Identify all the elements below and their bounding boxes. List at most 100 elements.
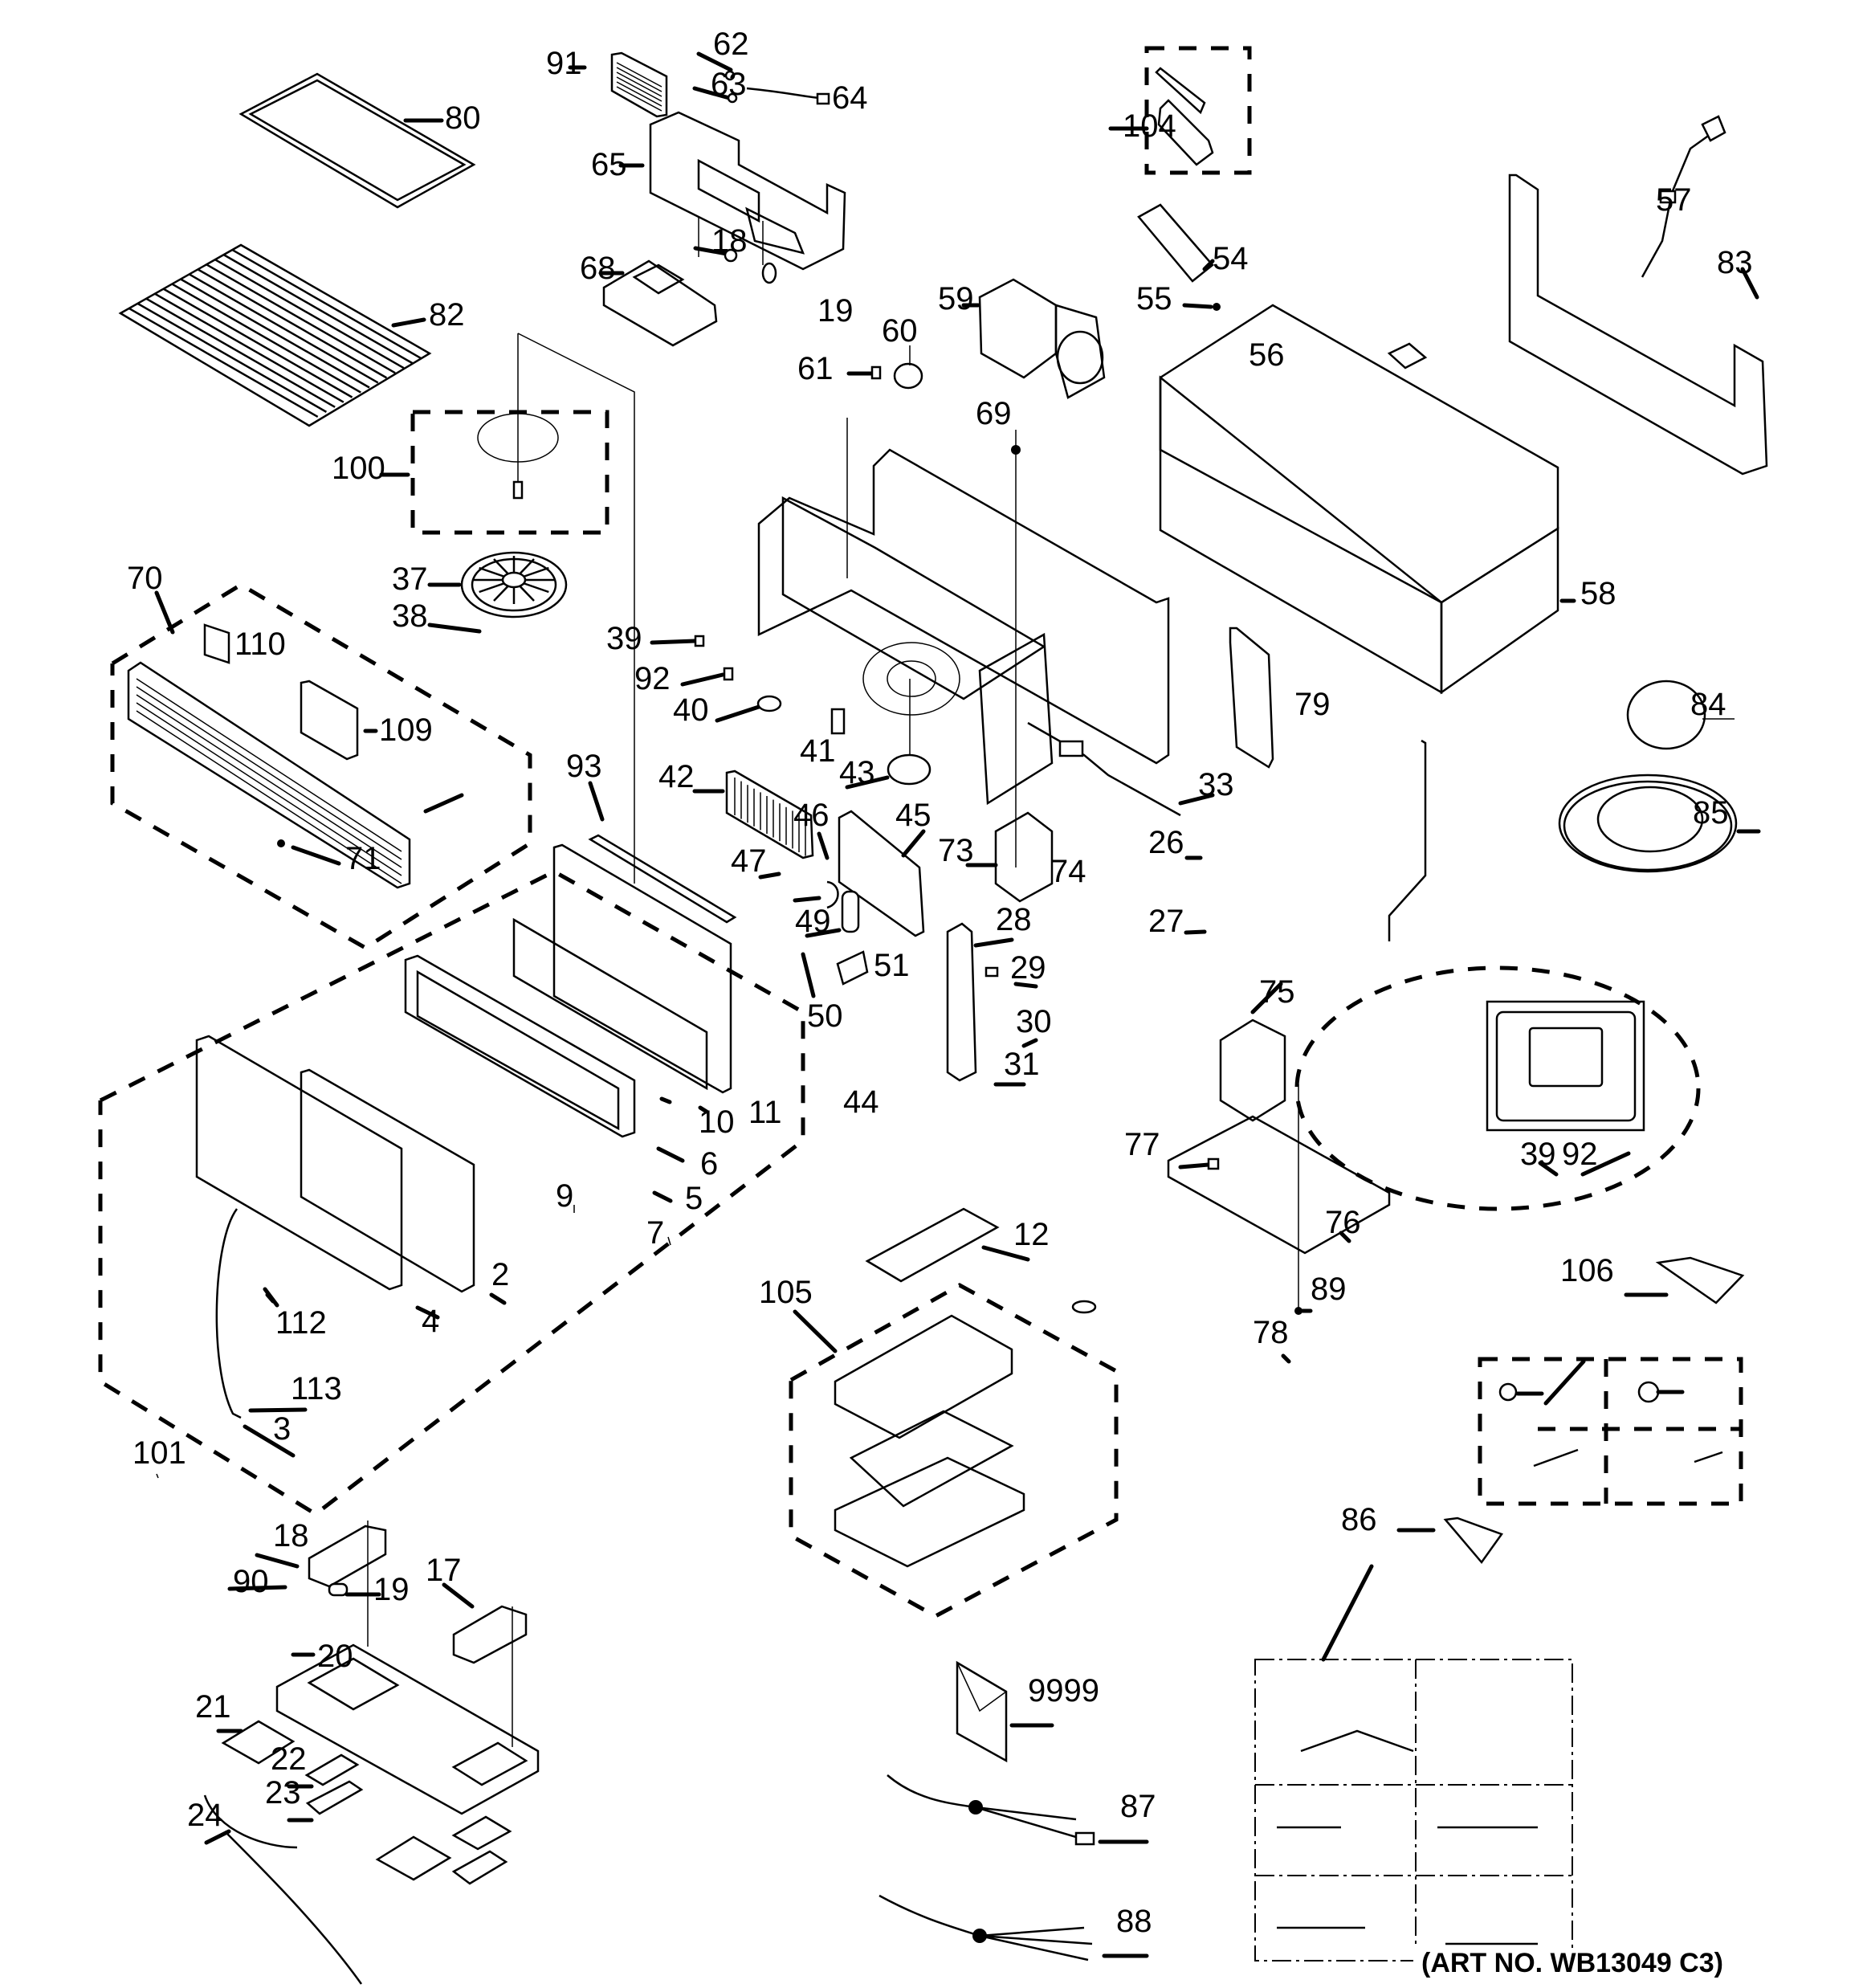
connector-clip <box>1071 1300 1097 1314</box>
art-number-caption: (ART NO. WB13049 C3) <box>1421 1948 1723 1978</box>
hatch-line <box>616 81 662 107</box>
callout-79: 79 <box>1294 687 1331 722</box>
part-49-clamp <box>793 880 839 909</box>
part-61-clip <box>846 365 882 380</box>
hatch-line <box>616 67 662 92</box>
part-70-grille-group <box>110 582 532 950</box>
part-40-coupler <box>715 695 782 723</box>
part-39-clip <box>650 635 705 647</box>
callout-113: 113 <box>291 1371 342 1406</box>
callout-24: 24 <box>187 1798 223 1833</box>
callout-93: 93 <box>566 749 602 784</box>
callout-61: 61 <box>797 351 834 386</box>
hatch-line <box>189 273 379 384</box>
callout-70: 70 <box>127 561 163 596</box>
part-28-latch-board <box>946 922 1014 1082</box>
hatch-line <box>136 702 402 876</box>
part-42-vent <box>692 769 814 859</box>
callout-49: 49 <box>795 904 831 939</box>
part-18-lamp-socket-bottom <box>255 1525 387 1588</box>
part-109-grille-insert <box>300 680 378 761</box>
part-64-thermistor-wire <box>692 51 830 105</box>
callout-87: 87 <box>1120 1789 1156 1824</box>
leader-47 <box>758 872 781 880</box>
hatch-line <box>616 86 662 112</box>
hatch-line <box>616 76 662 102</box>
callout-19: 19 <box>817 293 854 329</box>
hatch-line <box>231 248 422 360</box>
callout-100: 100 <box>332 451 385 486</box>
callout-33: 33 <box>1198 767 1234 802</box>
part-71-screw <box>277 839 341 866</box>
callout-78: 78 <box>1253 1315 1289 1350</box>
callout-9999: 9999 <box>1028 1673 1099 1708</box>
hatch-line <box>214 259 405 369</box>
part-57-power-cord <box>1641 115 1726 278</box>
callout-51: 51 <box>874 948 910 983</box>
hatch-line <box>136 678 402 852</box>
callout-101: 101 <box>132 1435 186 1471</box>
callout-85: 85 <box>1693 795 1729 831</box>
callout-9: 9 <box>556 1178 573 1214</box>
callout-21: 21 <box>195 1689 231 1725</box>
part-76-base-plate <box>1167 1115 1391 1255</box>
callout-10: 10 <box>699 1104 735 1140</box>
callout-76: 76 <box>1325 1205 1361 1240</box>
leader-70-right <box>423 793 464 814</box>
callout-89: 89 <box>1311 1272 1347 1307</box>
part-60-motor <box>893 345 923 390</box>
part-18-lamp-socket-top <box>693 221 777 284</box>
callout-91: 91 <box>546 46 582 81</box>
callout-22: 22 <box>271 1741 307 1777</box>
callout-6: 6 <box>700 1146 718 1182</box>
callout-55: 55 <box>1136 281 1172 316</box>
callout-44: 44 <box>843 1084 879 1120</box>
callout-46: 46 <box>793 798 830 833</box>
callout-19-bottom: 19 <box>373 1572 410 1607</box>
part-50-capacitor <box>801 890 860 998</box>
callout-88: 88 <box>1116 1904 1152 1939</box>
callout-18-bottom: 18 <box>273 1518 309 1553</box>
hatch-line <box>222 254 414 365</box>
part-86-hardware-kit <box>1254 1517 1573 1961</box>
part-27-wire-bracket <box>1184 739 1427 941</box>
part-45-control-board <box>838 810 926 937</box>
leader-30 <box>1021 1038 1038 1048</box>
part-85-turntable-tray <box>1558 774 1761 873</box>
part-73-magnetron <box>965 811 1054 903</box>
part-69-screw <box>1011 430 1021 867</box>
part-89-screw <box>1294 1084 1313 1315</box>
callout-26: 26 <box>1148 825 1184 860</box>
callout-82: 82 <box>429 297 465 333</box>
callout-110: 110 <box>234 627 286 662</box>
callout-59: 59 <box>938 281 974 316</box>
part-9999-manual <box>956 1660 1054 1763</box>
callout-56: 56 <box>1249 337 1285 373</box>
part-83-mounting-plate <box>1508 173 1768 476</box>
callout-71: 71 <box>345 841 381 876</box>
hatch-line <box>136 710 402 884</box>
part-75-transformer <box>1219 982 1286 1122</box>
part-80-grease-filter <box>238 72 476 209</box>
hatch-line <box>206 263 396 374</box>
hatch-line <box>128 307 319 418</box>
part-100-turntable-group <box>379 333 635 884</box>
callout-77: 77 <box>1124 1127 1160 1162</box>
callout-90: 90 <box>233 1564 269 1599</box>
callout-5: 5 <box>685 1181 703 1216</box>
part-20-bottom-plate <box>275 1643 540 1815</box>
callout-29: 29 <box>1010 950 1046 986</box>
part-24-wire-harness <box>203 1794 363 1985</box>
hatch-line <box>162 288 353 398</box>
part-17-lamp-housing <box>442 1582 528 1747</box>
callout-105: 105 <box>759 1275 813 1310</box>
hatch-line <box>180 278 370 389</box>
part-79-door-latch-panel <box>1229 627 1274 769</box>
leader-78 <box>1281 1353 1291 1364</box>
callout-106: 106 <box>1560 1253 1614 1288</box>
callout-45: 45 <box>895 798 932 833</box>
part-41-switch <box>830 708 846 735</box>
part-23-lens <box>287 1753 360 1789</box>
part-90-screw <box>227 1585 287 1591</box>
part-43-motor <box>845 679 932 790</box>
